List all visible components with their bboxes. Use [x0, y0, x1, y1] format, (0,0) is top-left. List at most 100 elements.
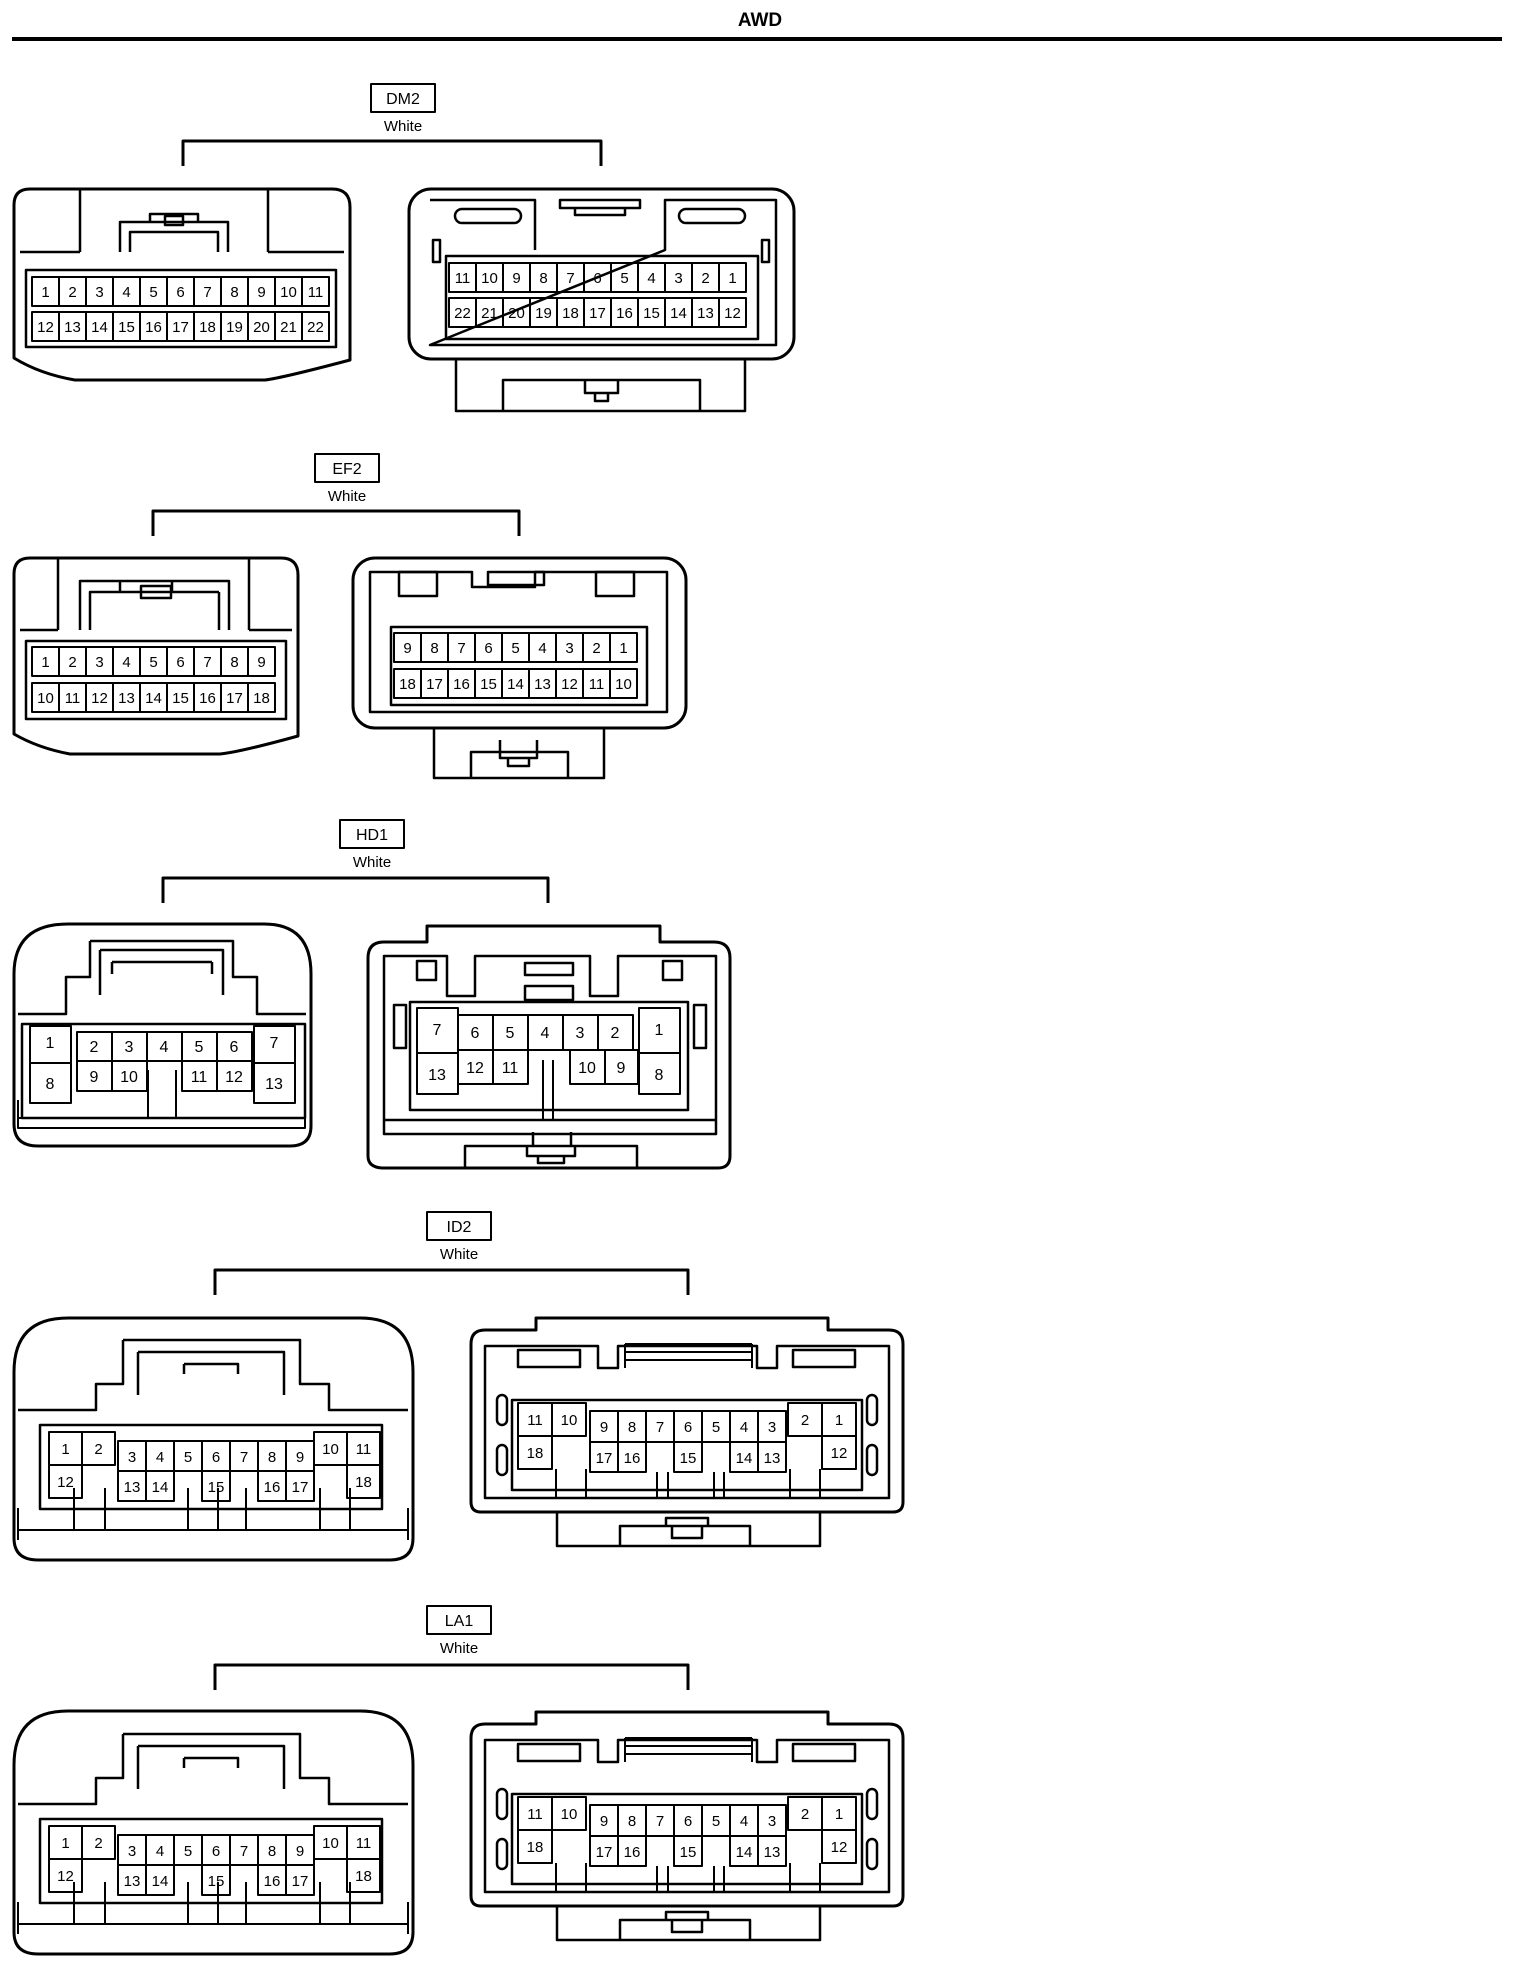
pin-number: 13	[118, 690, 135, 707]
connector-color: White	[384, 118, 422, 135]
pin-cell-16	[617, 1835, 647, 1867]
pin-number: 19	[226, 319, 243, 336]
connector-side-key	[865, 1837, 879, 1871]
pin-number: 3	[125, 1039, 134, 1056]
connector-latch	[20, 189, 344, 254]
pin-number: 11	[502, 1060, 519, 1077]
pin-cells	[448, 262, 747, 328]
pin-number: 5	[511, 640, 519, 657]
pin-number: 9	[296, 1843, 304, 1860]
pin-cell-12	[48, 1858, 83, 1893]
connector-side-key	[692, 1003, 708, 1050]
pin-number: 15	[480, 676, 497, 693]
pin-number: 12	[466, 1060, 484, 1077]
pin-cell-17	[285, 1864, 315, 1896]
pin-number: 10	[37, 690, 54, 707]
connector-slot	[791, 1742, 857, 1763]
connector-view-left: 1 2 3 4 5 6 7 8 9 10 11 12 13 14 15 16 1…	[12, 1709, 415, 1956]
connector-latch	[18, 1732, 408, 1806]
pin-number: 9	[600, 1419, 608, 1436]
connector-view-right: 11 10 9 8 7 6 5 4 3 2 1 22 21 20 19 18 1…	[407, 187, 796, 413]
pin-number: 4	[647, 270, 655, 287]
pin-number: 15	[208, 1873, 225, 1890]
pin-number: 8	[628, 1813, 636, 1830]
pin-number: 4	[541, 1025, 550, 1042]
pin-number: 11	[589, 676, 605, 693]
connector-side-key	[431, 238, 442, 264]
pin-number: 12	[831, 1445, 848, 1462]
pin-number: 5	[712, 1813, 720, 1830]
connector-latch	[523, 961, 575, 977]
connector-lock-tab	[432, 728, 606, 780]
pin-number: 12	[91, 690, 108, 707]
connector-slot	[791, 1348, 857, 1369]
pin-cells	[517, 1402, 857, 1473]
pin-number: 1	[619, 640, 627, 657]
pairing-bracket	[213, 1663, 690, 1690]
pin-number: 5	[184, 1843, 192, 1860]
pin-cells	[31, 646, 276, 713]
pin-number: 10	[578, 1060, 596, 1077]
pin-number: 11	[527, 1412, 543, 1429]
pin-number: 12	[57, 1868, 74, 1885]
pin-number: 13	[124, 1479, 141, 1496]
connector-housing	[407, 187, 796, 361]
pin-cell-8	[29, 1062, 72, 1104]
pin-cells	[31, 276, 330, 342]
pin-number: 8	[655, 1067, 664, 1084]
pin-number: 8	[230, 654, 238, 671]
connector-housing	[351, 556, 688, 730]
pin-number: 11	[308, 284, 324, 301]
pin-number: 10	[322, 1441, 339, 1458]
pin-cell-15	[673, 1441, 703, 1473]
pin-number: 18	[355, 1474, 372, 1491]
pin-cell-12	[821, 1829, 857, 1864]
connector-latch	[486, 570, 546, 587]
pin-number: 17	[172, 319, 189, 336]
pin-cell-14	[145, 1470, 175, 1502]
pin-number: 1	[41, 654, 49, 671]
connector-side-key	[495, 1837, 509, 1871]
pin-cell-18	[346, 1464, 381, 1499]
pin-number: 16	[453, 676, 470, 693]
connector-latch-slot	[139, 584, 173, 600]
connector-group-hd1: HD1 White	[12, 819, 732, 1170]
pin-number: 6	[212, 1843, 220, 1860]
pin-cells	[517, 1796, 857, 1867]
pin-number: 13	[64, 319, 81, 336]
page-title: AWD	[737, 10, 783, 31]
connector-inner-frame	[483, 1344, 891, 1500]
pin-number: 18	[562, 305, 579, 322]
pin-cell-18	[346, 1858, 381, 1893]
pin-number: 1	[835, 1806, 843, 1823]
connector-slot	[397, 570, 439, 598]
pin-number: 4	[160, 1039, 169, 1056]
pin-number: 2	[94, 1441, 102, 1458]
pin-grid-frame	[24, 268, 338, 349]
pin-number: 3	[768, 1419, 776, 1436]
pin-grid-frame	[510, 1398, 864, 1492]
connector-lock-tab	[463, 1132, 639, 1168]
connector-housing	[12, 556, 300, 756]
pin-cell-11	[301, 276, 330, 307]
pin-number: 2	[801, 1412, 809, 1429]
pairing-bracket	[151, 509, 521, 536]
connector-inner-frame	[382, 954, 718, 1136]
pin-grid-frame	[38, 1817, 384, 1905]
pin-number: 13	[428, 1067, 446, 1084]
connector-latch	[20, 558, 292, 632]
connector-housing	[12, 922, 313, 1148]
pin-number: 3	[576, 1025, 585, 1042]
pin-number: 6	[471, 1025, 480, 1042]
pin-cell-1	[718, 262, 747, 293]
pin-number: 21	[481, 305, 498, 322]
pin-number: 1	[655, 1022, 664, 1039]
connector-code: LA1	[445, 1613, 474, 1630]
connector-group-ef2: EF2 White	[12, 453, 688, 780]
pin-number: 4	[122, 284, 130, 301]
connector-lock-tab	[555, 1512, 822, 1548]
pin-number: 2	[801, 1806, 809, 1823]
connector-lock-tab	[454, 359, 747, 413]
pin-number: 20	[253, 319, 270, 336]
pin-number: 4	[156, 1843, 164, 1860]
